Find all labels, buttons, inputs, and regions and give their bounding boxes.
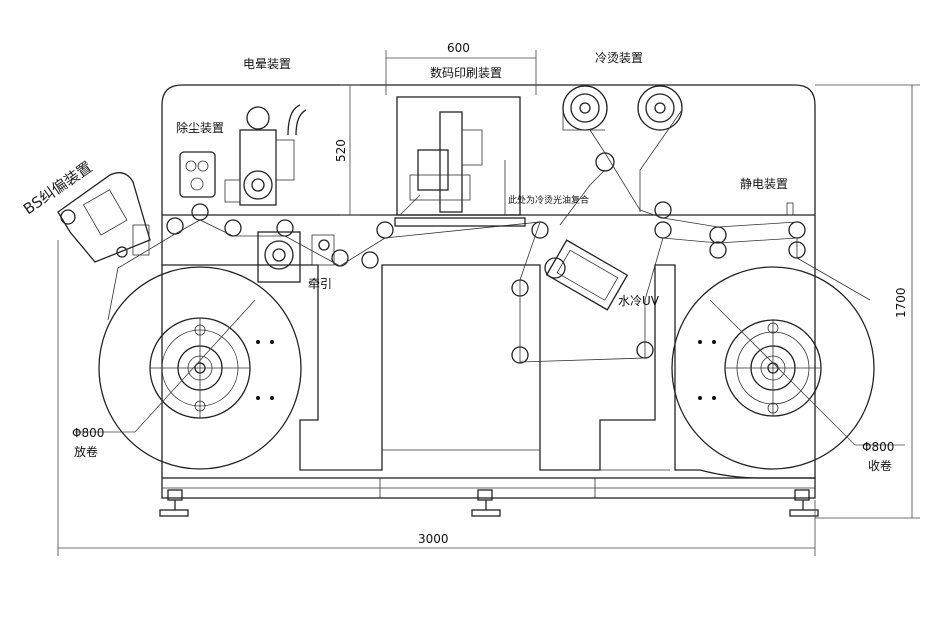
- rewind-roll: [671, 266, 875, 470]
- label-varnish-note: 此处为冷烫光油复合: [508, 194, 589, 206]
- idler-rollers: [166, 152, 806, 364]
- dim-height-1700: 1700: [894, 287, 908, 318]
- label-dust-removal: 除尘装置: [176, 120, 224, 135]
- traction-unit: [257, 231, 335, 283]
- bs-guide-unit: [57, 172, 151, 263]
- cold-foil-rollers: [562, 85, 683, 212]
- unwind-roll: [98, 266, 302, 470]
- label-unwind: 放卷: [74, 444, 98, 459]
- dim-dia-right: Φ800: [862, 440, 894, 454]
- dim-dia-left: Φ800: [72, 426, 104, 440]
- label-corona: 电晕装置: [243, 57, 291, 71]
- label-digital-print: 数码印刷装置: [430, 65, 502, 80]
- label-traction: 牵引: [308, 277, 332, 291]
- water-cool-uv-unit: [544, 239, 629, 311]
- label-rewind: 收卷: [868, 458, 892, 473]
- dust-removal-unit: [179, 151, 216, 198]
- label-static: 静电装置: [740, 177, 788, 191]
- machine-feet: [159, 489, 819, 517]
- dim-height-520: 520: [334, 139, 348, 162]
- dim-width-3000: 3000: [418, 532, 449, 546]
- label-cold-foil: 冷烫装置: [595, 51, 643, 65]
- corona-unit: [224, 104, 307, 206]
- mount-bolts: [256, 340, 716, 400]
- digital-print-unit: [394, 96, 526, 227]
- dimension-lines: [57, 50, 920, 556]
- label-bs-guide: BS纠偏装置: [20, 158, 95, 218]
- static-unit: [786, 202, 794, 216]
- machine-frame: [161, 84, 816, 499]
- dim-width-600: 600: [447, 41, 470, 55]
- label-water-cool-uv: 水冷UV: [618, 294, 660, 308]
- web-path: [107, 129, 871, 363]
